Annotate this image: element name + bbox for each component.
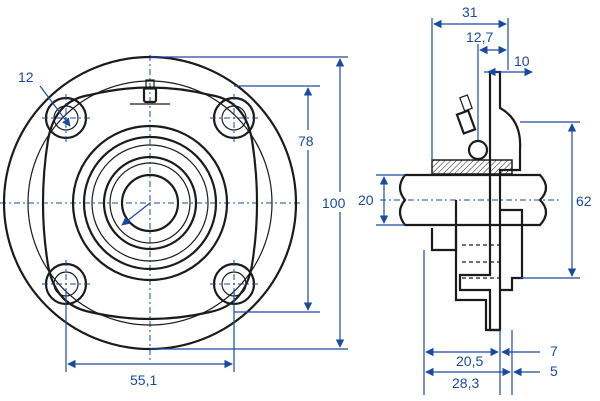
dim-20-5-group: 20,5 7 xyxy=(425,343,558,369)
dim-hole-diameter: 12 xyxy=(18,69,34,85)
dim-31-group: 31 xyxy=(431,4,509,162)
housing-bore-circle xyxy=(71,124,229,282)
housing-lower xyxy=(430,228,458,252)
bearing-inner-ring-inner xyxy=(109,162,191,244)
front-view: 12 78 100 55,1 xyxy=(0,55,354,388)
bearing-insert-section xyxy=(431,159,513,175)
dim-10: 10 xyxy=(514,53,530,69)
bearing-outer-ring xyxy=(82,135,218,271)
dim-28-3-group: 28,3 5 xyxy=(425,363,558,391)
bore-dim-line xyxy=(121,202,151,226)
dim-5: 5 xyxy=(550,363,558,379)
dim-7: 7 xyxy=(550,343,558,359)
dim-28-3: 28,3 xyxy=(452,375,479,391)
side-view: 31 12,7 10 20 62 xyxy=(356,4,598,395)
hole-dim-leader xyxy=(39,85,71,127)
dim-100: 100 xyxy=(322,195,346,211)
dim-55-group: 55,1 xyxy=(65,290,235,388)
dim-20: 20 xyxy=(358,192,374,208)
bolt-hole-tl xyxy=(53,105,79,131)
dim-20-5: 20,5 xyxy=(456,353,483,369)
dim-12-7: 12,7 xyxy=(466,29,493,45)
bearing-outer-ring-inner xyxy=(91,144,209,262)
dim-78: 78 xyxy=(298,133,314,149)
bolt-hole-tr xyxy=(221,105,247,131)
flange-rim-circle xyxy=(27,80,273,326)
housing-stem xyxy=(454,200,500,332)
dim-20-group: 20 xyxy=(356,174,405,226)
dim-12-7-group: 12,7 xyxy=(466,29,507,140)
dim-62-group: 62 xyxy=(520,121,598,279)
dim-31: 31 xyxy=(462,4,478,20)
dim-62: 62 xyxy=(576,193,592,209)
shaft xyxy=(398,173,548,227)
dim-78-group: 78 xyxy=(234,85,321,313)
dim-55-1: 55,1 xyxy=(130,372,157,388)
ball-element xyxy=(467,139,489,161)
housing-body xyxy=(41,86,259,321)
bearing-inner-ring xyxy=(102,155,198,251)
side-grease-nipple xyxy=(455,94,477,135)
shaft-bore xyxy=(120,173,180,233)
grease-nipple xyxy=(130,79,170,105)
dim-100-group: 100 xyxy=(150,56,354,350)
dim-10-group: 10 xyxy=(484,53,533,77)
